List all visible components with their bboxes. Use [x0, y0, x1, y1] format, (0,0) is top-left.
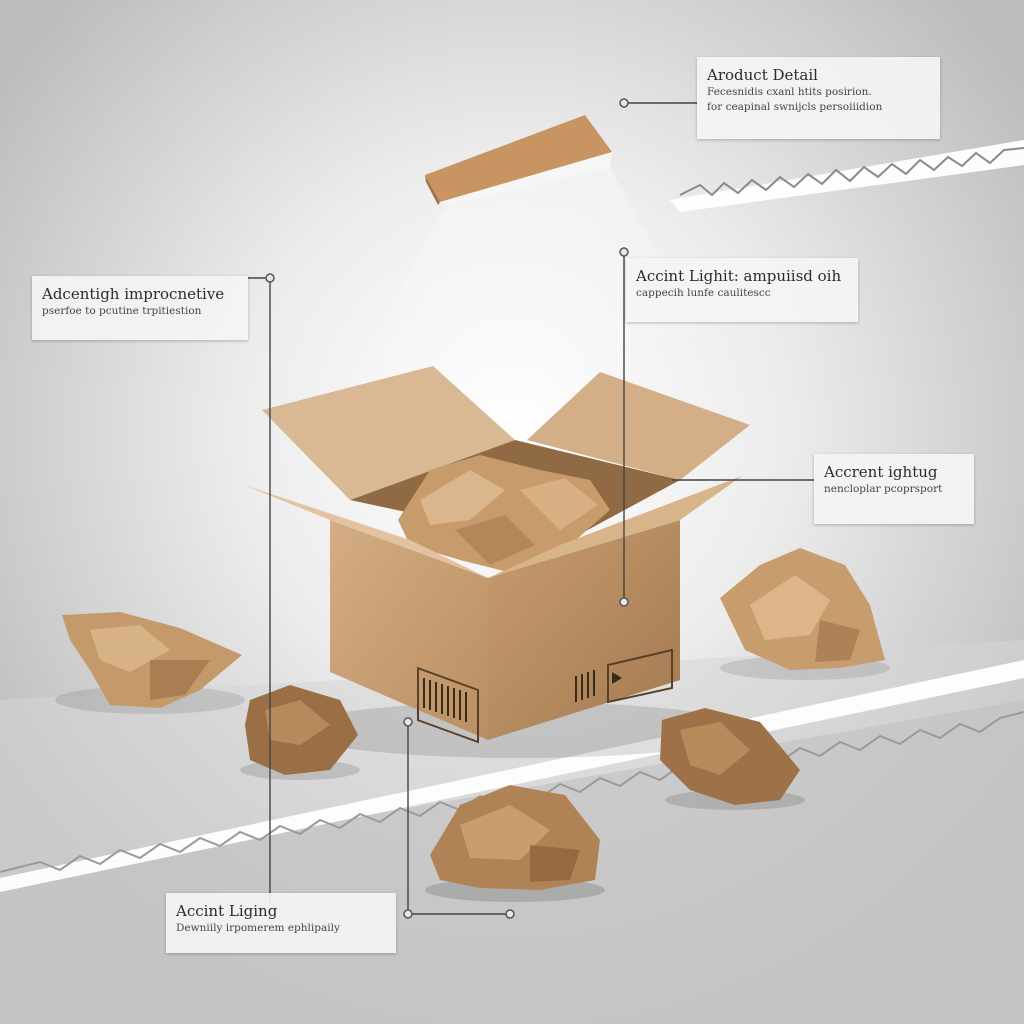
light-strip-bottom [0, 660, 1024, 892]
cardboard-box [244, 366, 750, 744]
callout-accent-lighting: Accrent ightug nencloplar pcoprsport [814, 454, 974, 524]
barcode-marks [423, 678, 467, 722]
callout-title: Accint Lighit: ampuiisd oih [636, 267, 842, 285]
callout-title: Accint Liging [176, 902, 278, 920]
light-strip-top [670, 140, 1024, 212]
leader-dots [265, 98, 629, 919]
leader-lines [248, 102, 814, 915]
lamp-block [330, 115, 700, 420]
callout-title: Accrent ightug [824, 463, 938, 481]
crumpled-paper-bottom [425, 785, 605, 902]
crumpled-paper-right [720, 548, 890, 680]
light-strip-top-teeth [679, 147, 1024, 197]
callout-title: Adcentigh improcnetive [42, 285, 225, 303]
callout-text: for ceapinal swnijcls persoiiidion [707, 101, 883, 113]
callout-accint-lighit: Accint Lighit: ampuiisd oih cappecih lun… [626, 258, 858, 322]
callout-text: Fecesnidis cxanl htits posirion. [707, 86, 872, 98]
callout-accint-liging: Accint Liging Dewniily irpomerem ephlipa… [166, 893, 396, 953]
callout-adcentigh: Adcentigh improcnetive pserfoe to pcutin… [32, 276, 248, 340]
callout-title: Aroduct Detail [707, 66, 818, 84]
callout-text: Dewniily irpomerem ephlipaily [176, 922, 340, 934]
callout-text: cappecih lunfe caulitescc [636, 287, 771, 299]
crumpled-paper-left [55, 612, 245, 714]
callout-product-detail: Aroduct Detail Fecesnidis cxanl htits po… [697, 57, 940, 139]
callout-text: nencloplar pcoprsport [824, 483, 943, 495]
callout-text: pserfoe to pcutine trpitiestion [42, 305, 202, 317]
crumpled-paper-lower-right [660, 708, 805, 810]
